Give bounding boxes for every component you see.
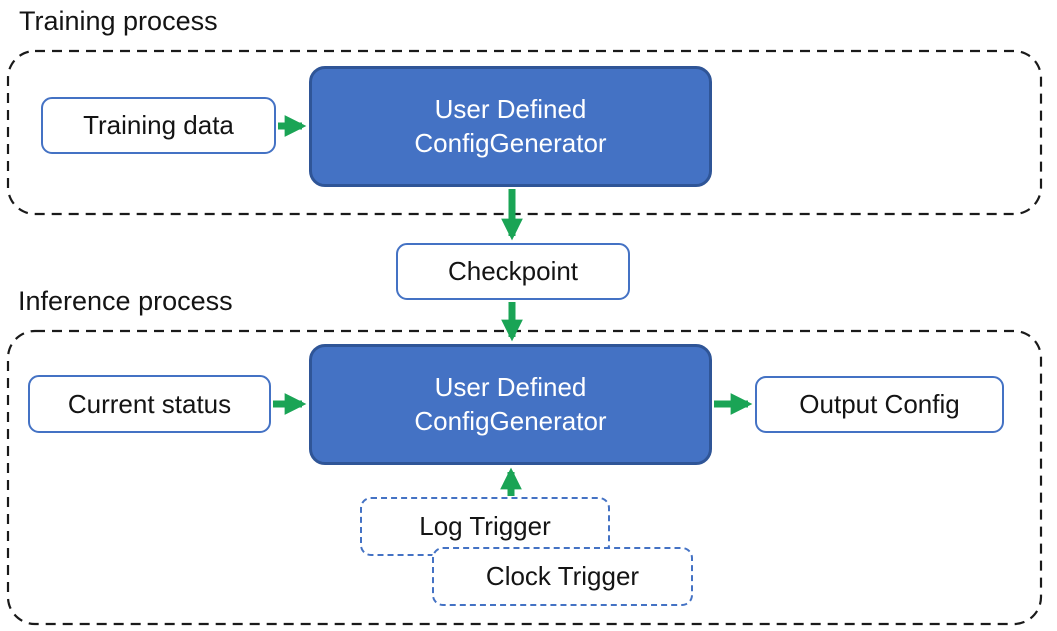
inference-process-label: Inference process	[18, 286, 233, 316]
output-config-node: Output Config	[755, 376, 1004, 433]
checkpoint-node: Checkpoint	[396, 243, 630, 300]
current-status-node: Current status	[28, 375, 271, 433]
log-trigger-label: Log Trigger	[419, 511, 551, 541]
training-config-generator-line1: User Defined	[434, 93, 587, 124]
inference-config-generator-node: User Defined ConfigGenerator	[309, 344, 712, 465]
training-data-label: Training data	[83, 110, 234, 140]
clock-trigger-node: Clock Trigger	[432, 547, 693, 606]
checkpoint-label: Checkpoint	[447, 256, 579, 286]
clock-trigger-label: Clock Trigger	[485, 561, 640, 591]
training-process-label: Training process	[19, 6, 218, 36]
current-status-label: Current status	[67, 388, 232, 419]
inference-config-generator-line1: User Defined	[434, 371, 587, 402]
training-data-node: Training data	[41, 97, 276, 154]
training-config-generator-line2: ConfigGenerator	[414, 127, 607, 158]
inference-config-generator-line2: ConfigGenerator	[414, 405, 607, 436]
training-config-generator-node: User Defined ConfigGenerator	[309, 66, 712, 187]
output-config-label: Output Config	[799, 389, 960, 419]
